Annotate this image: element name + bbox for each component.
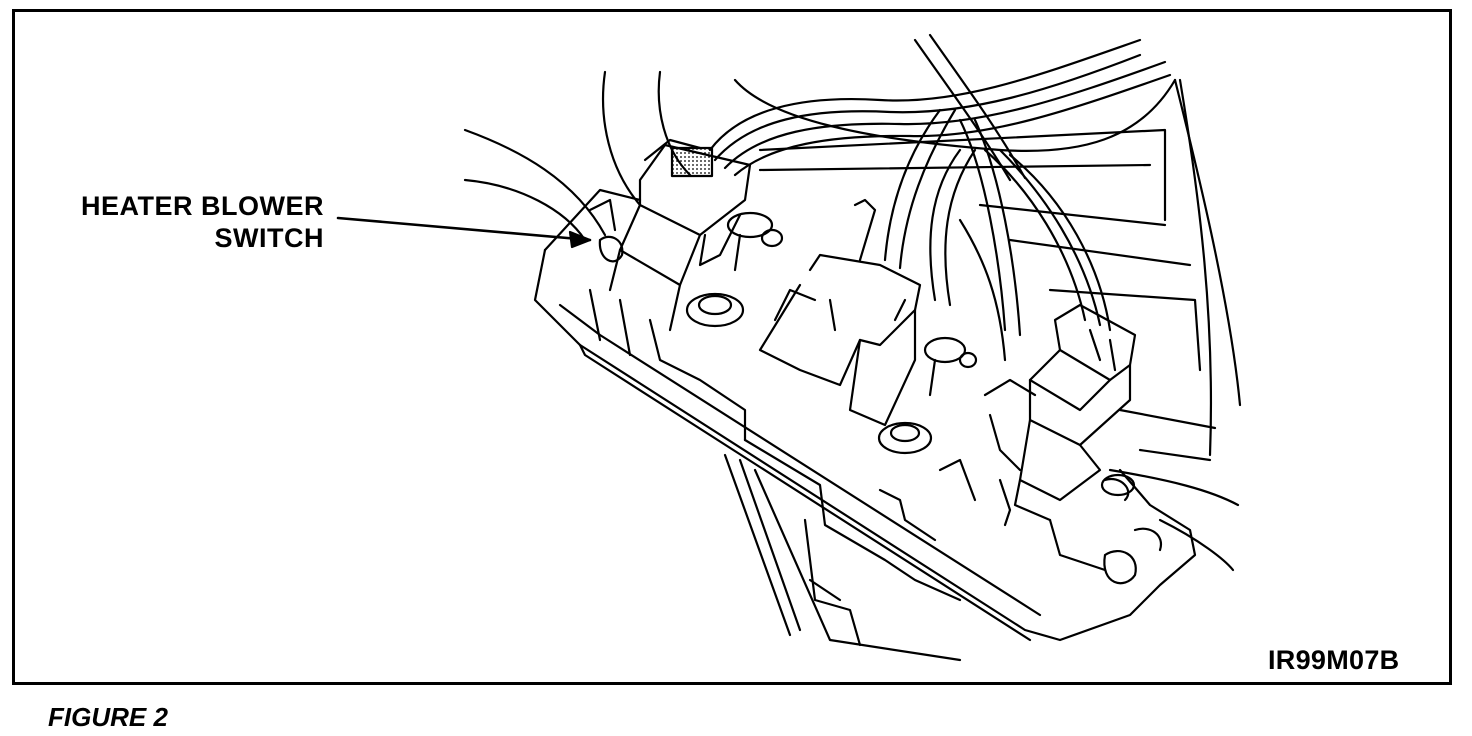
mounting-screws (685, 211, 1136, 497)
callout-line-1: HEATER BLOWER (81, 191, 324, 221)
switch-housing (533, 188, 1197, 642)
callout-arrow (336, 216, 592, 249)
figure-code: IR99M07B (1268, 645, 1400, 675)
figure-frame (12, 9, 1452, 685)
wire-harness (708, 33, 1172, 362)
left-connector (588, 138, 752, 332)
dash-panel-lines (463, 70, 1242, 662)
callout-line-2: SWITCH (214, 223, 324, 253)
middle-connector (758, 198, 922, 427)
right-connector (983, 303, 1137, 522)
figure-caption: FIGURE 2 (48, 702, 168, 732)
heater-blower-switch-label: HEATER BLOWER SWITCH (48, 190, 324, 254)
